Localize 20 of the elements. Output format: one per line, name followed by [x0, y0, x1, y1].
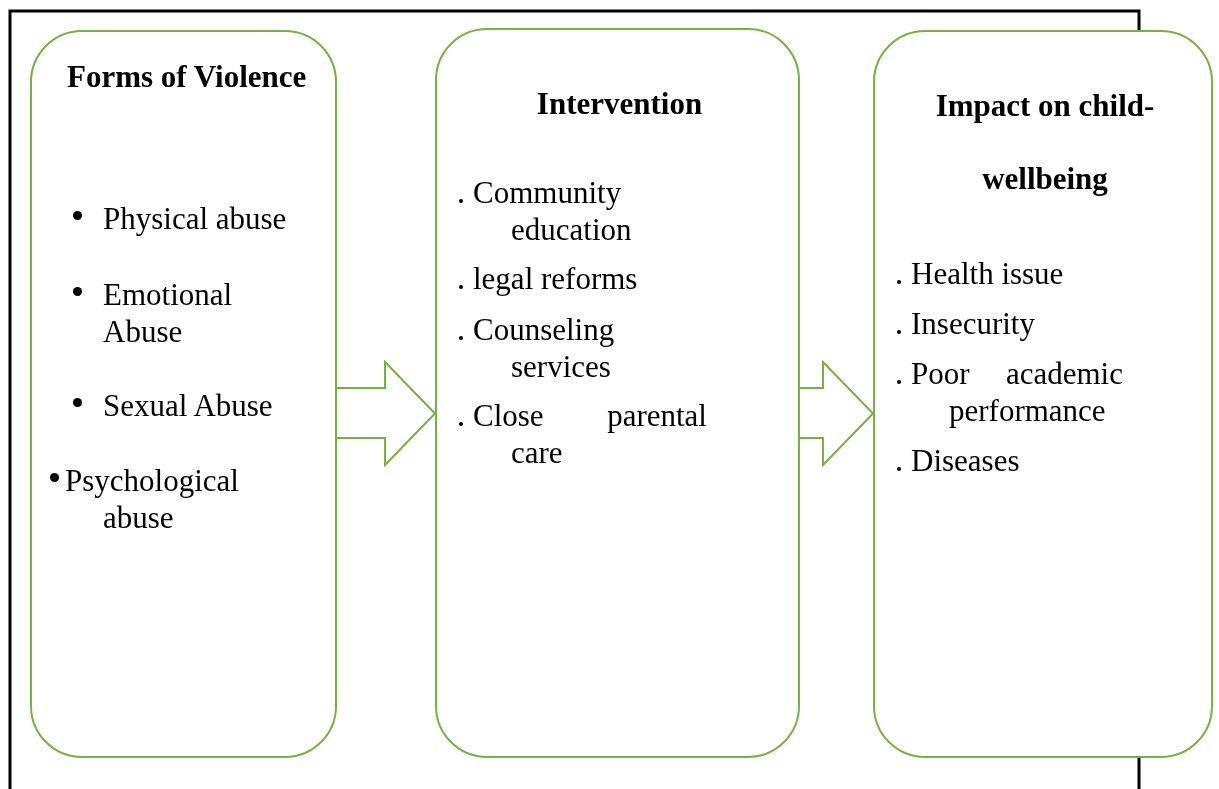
- rounded-box: [873, 30, 1213, 758]
- list-item: Physical abuse: [103, 200, 288, 237]
- list-item: Sexual Abuse: [103, 387, 274, 424]
- box-heading: Impact on child- wellbeing: [934, 87, 1156, 198]
- box-heading: Forms of Violence: [67, 58, 307, 95]
- block-arrow: [336, 359, 437, 468]
- list-item: Community education: [473, 174, 633, 248]
- list-item: Counseling services: [473, 311, 616, 385]
- list-item: legal reforms: [473, 260, 639, 297]
- list-item: Health issue: [911, 255, 1065, 292]
- box-heading: Intervention: [535, 85, 704, 122]
- list-item: Diseases: [911, 442, 1021, 479]
- list-item: Poor academic performance: [911, 355, 1123, 429]
- list-item: Insecurity: [911, 305, 1036, 342]
- list-item: Close parental care: [473, 397, 707, 471]
- list-item: Emotional Abuse: [103, 276, 234, 350]
- list-item: Psychological abuse: [65, 462, 240, 536]
- rounded-box: [30, 30, 337, 758]
- rounded-box: [435, 28, 800, 758]
- block-arrow: [799, 359, 875, 468]
